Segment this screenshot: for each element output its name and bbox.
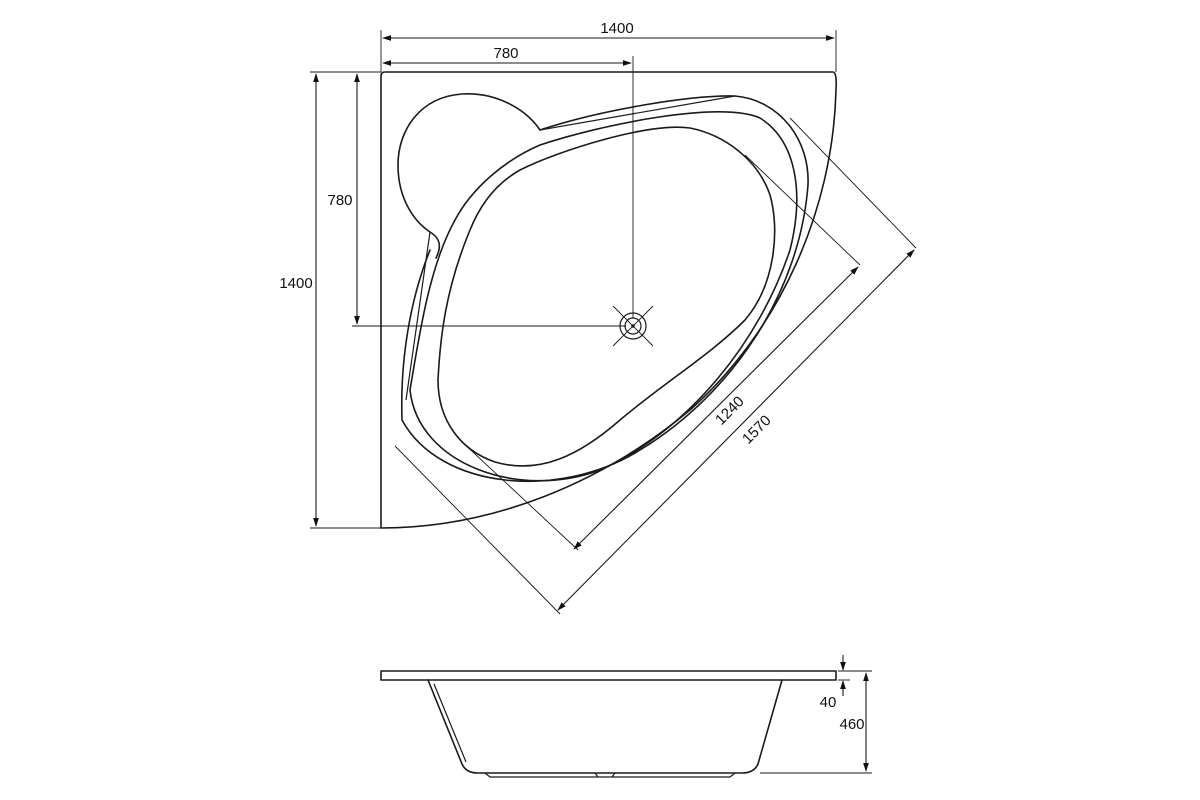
headrest <box>397 93 541 259</box>
dimension-width-overall: 1400 <box>382 20 835 41</box>
headrest-seam-top <box>539 95 736 131</box>
bath-outer-shell <box>380 71 837 529</box>
dimension-rim-thickness: 40 <box>820 655 846 711</box>
label-height-overall: 1400 <box>279 275 312 292</box>
label-width-overall: 1400 <box>600 20 633 37</box>
side-basin-inner-line <box>433 683 467 763</box>
dimension-total-height: 460 <box>839 672 869 772</box>
side-basin <box>427 679 783 774</box>
side-rim <box>380 670 837 681</box>
label-diagonal-outer: 1570 <box>739 412 775 448</box>
ext-diag-inner-top <box>744 154 861 266</box>
dimension-diagonal-outer: 1570 <box>557 249 915 611</box>
headrest-seam-side <box>405 231 431 401</box>
label-width-drain: 780 <box>493 45 518 62</box>
dimension-width-drain: 780 <box>382 45 632 66</box>
label-height-drain: 780 <box>327 192 352 209</box>
top-view: 1400 780 780 1400 1240 1570 <box>279 20 917 615</box>
ext-diag-inner-bottom <box>459 439 579 551</box>
dimension-height-drain: 780 <box>327 73 360 325</box>
ext-diag-outer-top <box>789 117 917 249</box>
side-view: 40 460 <box>380 655 872 778</box>
label-total-height: 460 <box>839 716 864 733</box>
bath-middle-contour <box>409 111 798 482</box>
side-feet <box>484 772 736 778</box>
dimension-height-overall: 1400 <box>279 73 319 527</box>
bath-rim-outline <box>400 95 809 482</box>
label-rim-thickness: 40 <box>820 694 837 711</box>
ext-diag-outer-bottom <box>394 445 561 615</box>
